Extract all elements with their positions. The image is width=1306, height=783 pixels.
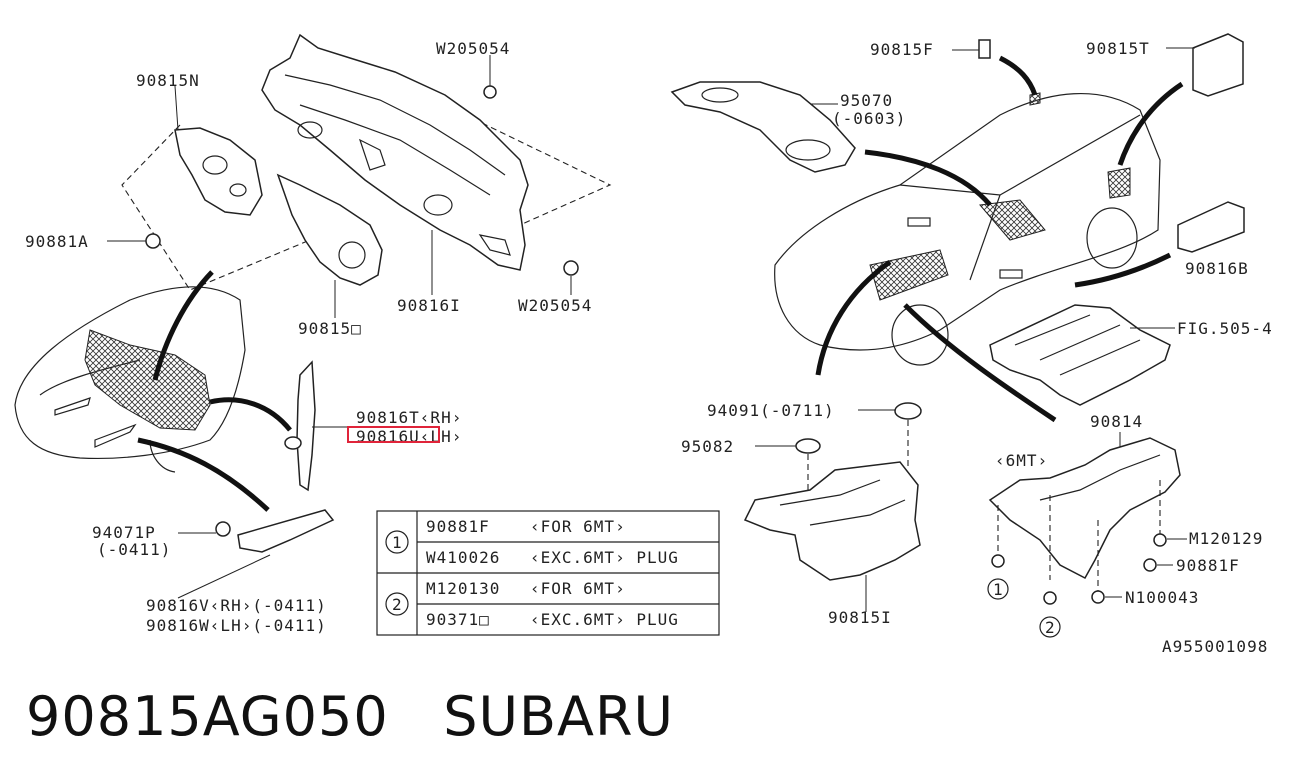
table-row-note: ‹FOR 6MT› bbox=[530, 579, 626, 598]
label-w205054-top: W205054 bbox=[436, 39, 510, 58]
label-90816b: 90816B bbox=[1185, 259, 1249, 278]
label-n100043: N100043 bbox=[1125, 588, 1199, 607]
table-row-part: 90881F bbox=[426, 517, 490, 536]
label-94091: 94091(-0711) bbox=[707, 401, 835, 420]
part-90815n bbox=[174, 127, 263, 216]
pads-group: 90815F 90815T 90816B bbox=[870, 33, 1249, 278]
label-m120129: M120129 bbox=[1189, 529, 1263, 548]
callout-2: 2 bbox=[1045, 618, 1056, 637]
label-95070: 95070 bbox=[840, 91, 893, 110]
bulkhead-insulator-group: 90815N W205054 90881A W205054 90816I 908… bbox=[25, 33, 612, 338]
part-95082 bbox=[795, 438, 821, 454]
table-callout-1: 1 bbox=[392, 533, 403, 552]
hood-insulator-hatch bbox=[84, 329, 211, 431]
label-90814: 90814 bbox=[1090, 412, 1143, 431]
label-90815f: 90815F bbox=[870, 40, 934, 59]
table-row-part: W410026 bbox=[426, 548, 500, 567]
part-94091 bbox=[894, 402, 922, 420]
part-90816v bbox=[237, 509, 335, 553]
callout-1: 1 bbox=[993, 580, 1004, 599]
rear-car-view bbox=[774, 55, 1184, 423]
label-90881a: 90881A bbox=[25, 232, 89, 251]
mat-95070: 95070 (-0603) bbox=[670, 81, 906, 173]
part-number: 90815AG050 bbox=[26, 684, 389, 748]
label-90881f: 90881F bbox=[1176, 556, 1240, 575]
part-90815t bbox=[1192, 33, 1244, 97]
clip-90881a bbox=[145, 233, 161, 249]
notes-table: 1 2 90881F ‹FOR 6MT› W410026 ‹EXC.6MT› P… bbox=[376, 510, 720, 636]
part-90816t bbox=[296, 360, 316, 492]
part-90814 bbox=[988, 437, 1181, 580]
table-row-part: M120130 bbox=[426, 579, 500, 598]
strip-insulator-group: 94071P (-0411) 90816V‹RH›(-0411) 90816W‹… bbox=[92, 509, 335, 635]
label-fig505: FIG.505-4 bbox=[1177, 319, 1273, 338]
label-94071p: 94071P bbox=[92, 523, 156, 542]
tunnel-insulator-group: 90814 ‹6MT› 1 2 M120129 90881F N100043 bbox=[987, 412, 1263, 638]
label-94071p-date: (-0411) bbox=[97, 540, 171, 559]
table-row-note: ‹EXC.6MT› PLUG bbox=[530, 548, 679, 567]
clip-w205054-bottom bbox=[563, 260, 579, 276]
footer: 90815AG050 SUBARU bbox=[26, 684, 674, 748]
label-90816i: 90816I bbox=[397, 296, 461, 315]
table-row-part: 90371□ bbox=[426, 610, 490, 629]
highlight-box bbox=[347, 426, 440, 443]
label-90815o: 90815□ bbox=[298, 319, 362, 338]
floor-panel: FIG.505-4 bbox=[989, 304, 1273, 406]
part-90815o bbox=[276, 173, 383, 286]
label-90816w: 90816W‹LH›(-0411) bbox=[146, 616, 327, 635]
underfloor-group: 94091(-0711) 95082 90815I bbox=[681, 401, 922, 627]
part-90816b bbox=[1177, 201, 1245, 253]
label-w205054-bottom: W205054 bbox=[518, 296, 592, 315]
brand-name: SUBARU bbox=[443, 684, 675, 748]
clip-94071p bbox=[215, 521, 231, 537]
label-90816v: 90816V‹RH›(-0411) bbox=[146, 596, 327, 615]
table-row-note: ‹EXC.6MT› PLUG bbox=[530, 610, 679, 629]
clip-w205054-top bbox=[483, 85, 497, 99]
label-90815n: 90815N bbox=[136, 71, 200, 90]
label-95082: 95082 bbox=[681, 437, 734, 456]
part-90815f bbox=[978, 39, 991, 59]
label-6mt: ‹6MT› bbox=[995, 451, 1048, 470]
label-95070-date: (-0603) bbox=[832, 109, 906, 128]
table-row-note: ‹FOR 6MT› bbox=[530, 517, 626, 536]
label-90816t: 90816T‹RH› bbox=[356, 408, 462, 427]
front-car-view bbox=[14, 270, 292, 512]
label-90815i: 90815I bbox=[828, 608, 892, 627]
diagram-code: A955001098 bbox=[1162, 637, 1268, 656]
label-90815t: 90815T bbox=[1086, 39, 1150, 58]
part-90816i bbox=[261, 33, 529, 271]
table-callout-2: 2 bbox=[392, 595, 403, 614]
